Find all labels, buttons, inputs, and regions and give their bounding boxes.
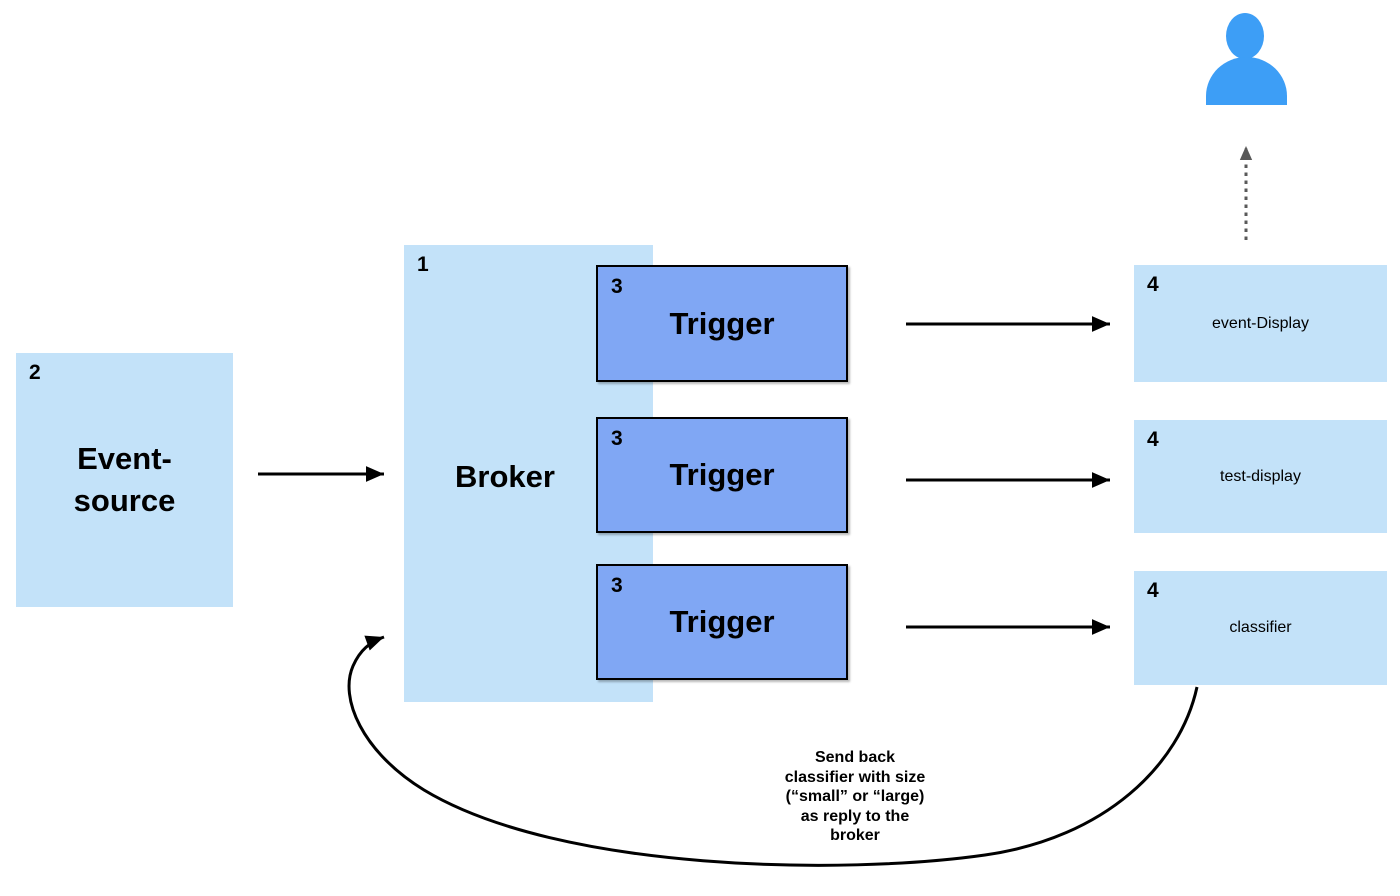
event-source-label: Event- source	[73, 441, 176, 518]
trigger-node-1: 3 Trigger	[596, 265, 848, 382]
event-source-badge: 2	[29, 361, 41, 384]
broker-label: Broker	[455, 459, 555, 495]
output-test-display-badge: 4	[1147, 428, 1159, 451]
output-node-event-display: 4 event-Display	[1134, 265, 1387, 382]
output-event-display-label: event-Display	[1212, 314, 1309, 332]
output-node-test-display: 4 test-display	[1134, 420, 1387, 533]
trigger-node-3: 3 Trigger	[596, 564, 848, 680]
output-node-classifier: 4 classifier	[1134, 571, 1387, 685]
trigger-3-label: Trigger	[669, 604, 775, 640]
output-event-display-badge: 4	[1147, 273, 1159, 296]
trigger-1-badge: 3	[611, 275, 623, 298]
output-test-display-label: test-display	[1220, 467, 1301, 485]
trigger-2-badge: 3	[611, 427, 623, 450]
user-icon	[1206, 13, 1287, 105]
trigger-2-label: Trigger	[669, 457, 775, 493]
trigger-3-badge: 3	[611, 574, 623, 597]
event-source-node: 2 Event- source	[16, 353, 233, 607]
reply-annotation: Send back classifier with size (“small” …	[784, 749, 926, 845]
output-classifier-label: classifier	[1229, 619, 1292, 636]
trigger-1-label: Trigger	[669, 305, 775, 341]
broker-badge: 1	[417, 253, 429, 276]
trigger-node-2: 3 Trigger	[596, 417, 848, 533]
output-classifier-badge: 4	[1147, 579, 1159, 602]
